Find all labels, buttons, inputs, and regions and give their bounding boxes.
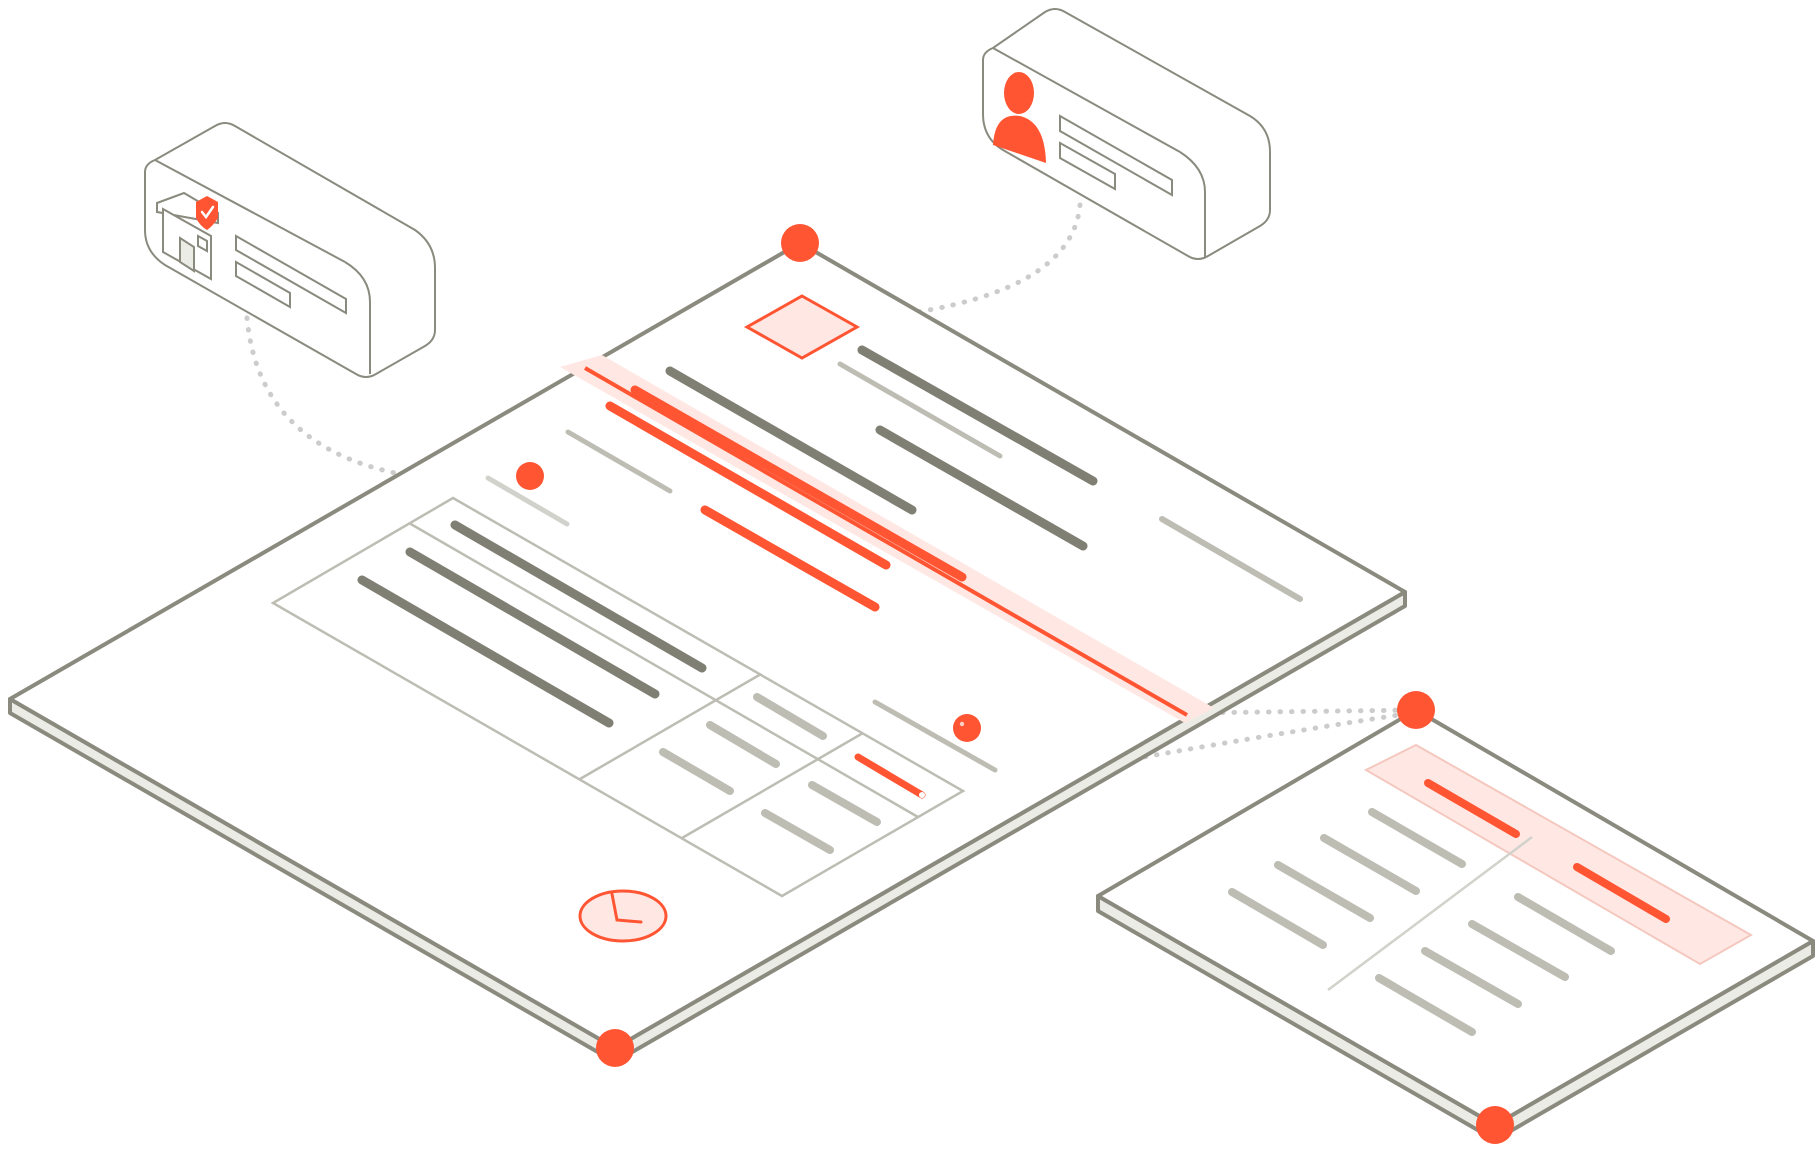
field-box <box>1059 114 1173 197</box>
table-text-line <box>753 693 827 740</box>
person-card-shell <box>982 8 1271 260</box>
panel-text-line <box>1514 893 1615 955</box>
annotation-dot <box>516 462 544 490</box>
shield-check <box>200 205 215 220</box>
table-cell-lines <box>357 520 926 854</box>
person-card <box>982 8 1271 260</box>
panel-text-line <box>1228 888 1327 949</box>
building-card-rear-edge <box>154 159 346 263</box>
table-outline <box>270 496 966 898</box>
panel-text-lines <box>1228 779 1670 1036</box>
person-body <box>993 115 1046 163</box>
table-row-divider <box>408 521 919 819</box>
text-line-highlighted <box>700 505 880 612</box>
connector-stripe-to-panel <box>1185 707 1421 716</box>
text-line-highlighted <box>630 385 967 582</box>
building-card-fields <box>235 234 347 315</box>
connector-person-to-doc <box>813 202 1083 325</box>
person-head <box>1004 72 1034 114</box>
highlight-stripe-line <box>584 366 1188 717</box>
panel-text-line-highlighted <box>1424 779 1520 838</box>
field-box <box>235 234 347 315</box>
text-line <box>565 429 673 494</box>
text-line <box>665 366 917 515</box>
panel-corner-node-bottom <box>1476 1106 1514 1144</box>
field-box <box>1059 141 1116 191</box>
text-line <box>875 425 1088 551</box>
panel-text-line <box>1421 947 1522 1008</box>
building-window <box>197 234 208 253</box>
doc-table <box>270 496 966 898</box>
secondary-panel <box>1096 691 1815 1144</box>
person-icon <box>993 72 1046 163</box>
annotation-dot <box>953 714 981 742</box>
annotation-dot-small <box>919 792 925 798</box>
panel-text-line <box>1468 920 1569 981</box>
building-card-inner-edge <box>344 261 371 374</box>
table-text-line <box>450 520 707 673</box>
field-box <box>235 260 291 309</box>
text-line <box>857 345 1098 486</box>
clock-icon <box>578 889 668 943</box>
table-text-line <box>808 781 881 826</box>
person-card-inner-edge <box>1179 151 1206 258</box>
table-text-line-highlighted <box>854 753 926 799</box>
table-text-line <box>405 547 660 699</box>
text-line-highlighted <box>605 401 891 570</box>
panel-text-line-highlighted <box>1573 863 1670 923</box>
panel-corner-node-top <box>1397 691 1435 729</box>
corner-node-top <box>781 224 819 262</box>
person-card-rear-edge <box>992 47 1181 153</box>
clock-face <box>578 889 668 943</box>
person-card-fields <box>1059 114 1173 197</box>
table-text-line <box>706 721 780 768</box>
doc-text-lines <box>485 345 1303 773</box>
table-col-divider <box>579 672 762 781</box>
table-text-line <box>659 748 734 795</box>
table-text-line <box>761 809 834 854</box>
shield-shape <box>196 196 218 230</box>
panel-text-line <box>1274 861 1374 922</box>
corner-node-bottom <box>596 1029 634 1067</box>
linked-field-marker <box>743 294 861 360</box>
building-door <box>179 236 195 273</box>
clock-hands <box>610 892 643 924</box>
table-col-divider <box>681 731 864 840</box>
table-text-line <box>357 575 614 728</box>
panel-text-line <box>1375 974 1476 1036</box>
shield-check-icon <box>196 196 218 230</box>
text-line <box>872 699 998 773</box>
text-line <box>837 361 1003 459</box>
annotation-dot-highlight <box>959 721 965 727</box>
panel-row-divider <box>1327 836 1533 991</box>
text-line <box>485 475 570 527</box>
text-line <box>1159 516 1303 602</box>
building-card-shell <box>144 122 436 378</box>
panel-text-line <box>1320 834 1420 895</box>
main-document <box>8 224 1407 1067</box>
building-card <box>144 122 436 378</box>
panel-text-line <box>1368 808 1466 868</box>
